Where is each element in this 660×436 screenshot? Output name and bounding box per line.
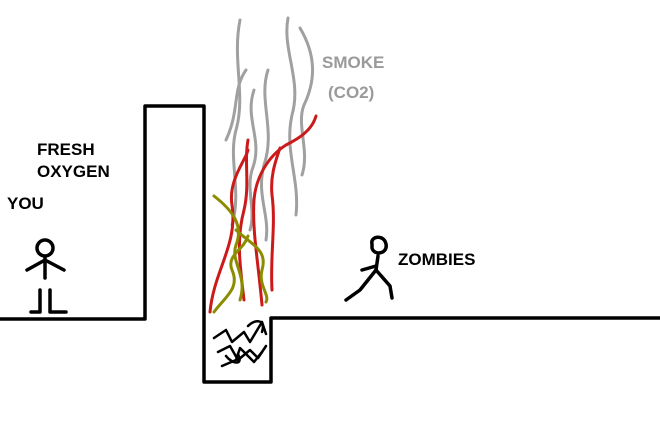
flame-olive bbox=[212, 194, 269, 314]
person-icon bbox=[25, 238, 68, 314]
smoke-label-line1: SMOKE bbox=[322, 53, 385, 72]
ground-wall-pit-outline bbox=[0, 104, 660, 384]
you-label: YOU bbox=[7, 194, 44, 213]
zombies-label: ZOMBIES bbox=[398, 250, 476, 269]
smoke-label-line2: (CO2) bbox=[328, 83, 375, 102]
smoke-label: SMOKE (CO2) bbox=[322, 52, 384, 104]
zombie-icon bbox=[344, 235, 394, 302]
smoke-plume bbox=[224, 16, 314, 242]
fire-debris bbox=[212, 319, 268, 368]
fresh-oxygen-label-line1: FRESH bbox=[37, 140, 95, 159]
fresh-oxygen-label-line2: OXYGEN bbox=[37, 162, 110, 181]
fresh-oxygen-label: FRESH OXYGEN bbox=[37, 139, 110, 183]
